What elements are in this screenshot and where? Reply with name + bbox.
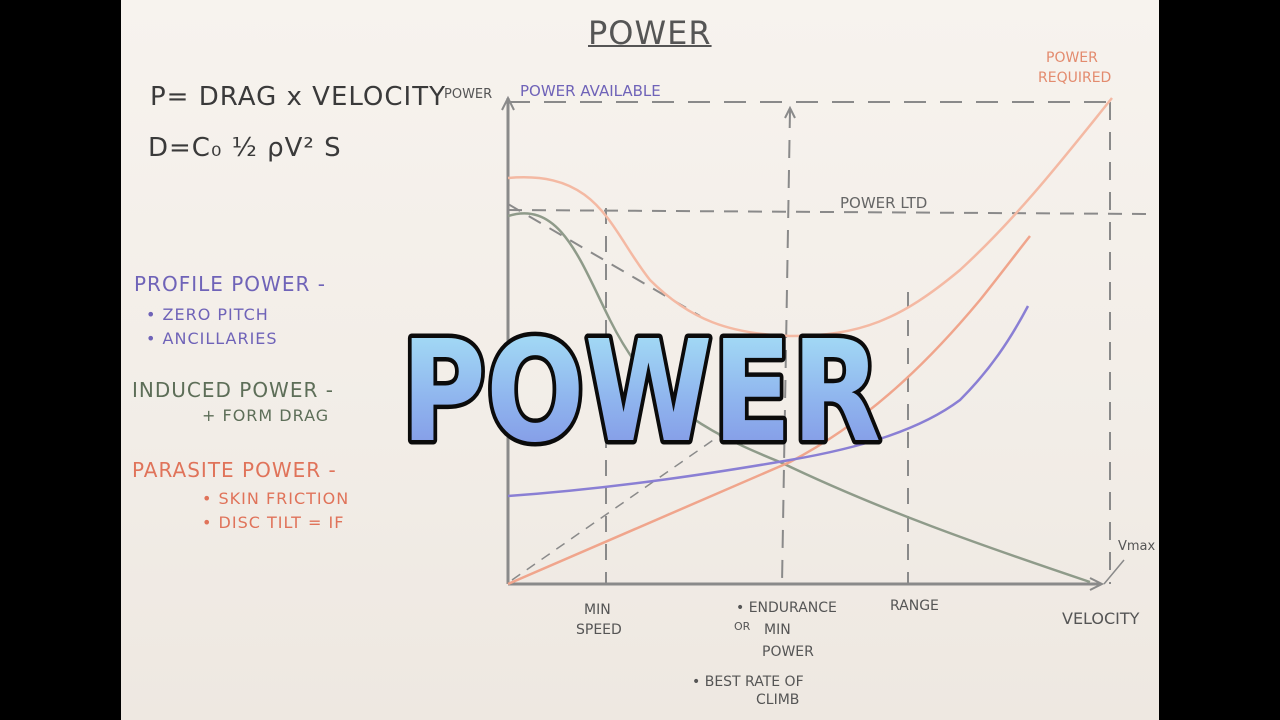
power-required-label: POWER bbox=[1046, 50, 1098, 66]
power-ltd-label: POWER LTD bbox=[840, 194, 927, 212]
profile-power-curve bbox=[507, 305, 1030, 498]
induced-power-label: INDUCED POWER - bbox=[132, 378, 334, 402]
endurance-label: • ENDURANCE bbox=[736, 600, 837, 616]
range-label: RANGE bbox=[890, 598, 939, 614]
whiteboard bbox=[121, 0, 1159, 720]
tangent-dash-upper bbox=[507, 203, 701, 317]
power-required-curve bbox=[507, 97, 1113, 338]
tangent-dash-lower bbox=[511, 419, 743, 581]
parasite-power-bullet: • DISC TILT = IF bbox=[202, 513, 345, 532]
parasite-power-curve bbox=[507, 235, 1031, 586]
induced-power-bullet: + FORM DRAG bbox=[202, 406, 330, 425]
y-axis-arrow-icon bbox=[501, 95, 515, 111]
whiteboard-heading: POWER bbox=[588, 14, 712, 52]
profile-power-label: PROFILE POWER - bbox=[134, 272, 326, 296]
endurance-arrow-icon bbox=[784, 105, 796, 119]
power-required-label: REQUIRED bbox=[1038, 70, 1111, 86]
vmax-pointer bbox=[1103, 559, 1125, 585]
climb-label: CLIMB bbox=[756, 692, 799, 708]
climb-label: • BEST RATE OF bbox=[692, 674, 804, 690]
power-ltd-dash bbox=[507, 209, 1151, 215]
endurance-dash bbox=[781, 109, 791, 585]
induced-power-curve bbox=[507, 212, 1091, 584]
vmax-label: Vmax bbox=[1118, 539, 1156, 554]
power-formula: P= DRAG x VELOCITY bbox=[150, 82, 446, 112]
y-axis-label: POWER bbox=[444, 87, 492, 102]
drag-formula: D=C₀ ½ ρV² S bbox=[148, 133, 342, 163]
parasite-power-bullet: • SKIN FRICTION bbox=[202, 489, 350, 508]
min-speed-label: MIN bbox=[584, 602, 611, 618]
x-axis-label: VELOCITY bbox=[1062, 609, 1140, 628]
min-speed-label: SPEED bbox=[576, 622, 622, 638]
endurance-label: MIN bbox=[764, 622, 791, 638]
profile-power-bullet: • ZERO PITCH bbox=[146, 305, 269, 324]
parasite-power-label: PARASITE POWER - bbox=[132, 458, 337, 482]
profile-power-bullet: • ANCILLARIES bbox=[146, 329, 278, 348]
power-available-label: POWER AVAILABLE bbox=[520, 82, 661, 100]
or-label: OR bbox=[734, 620, 751, 633]
endurance-label: POWER bbox=[762, 644, 814, 660]
x-axis-arrow-icon bbox=[1089, 577, 1105, 591]
